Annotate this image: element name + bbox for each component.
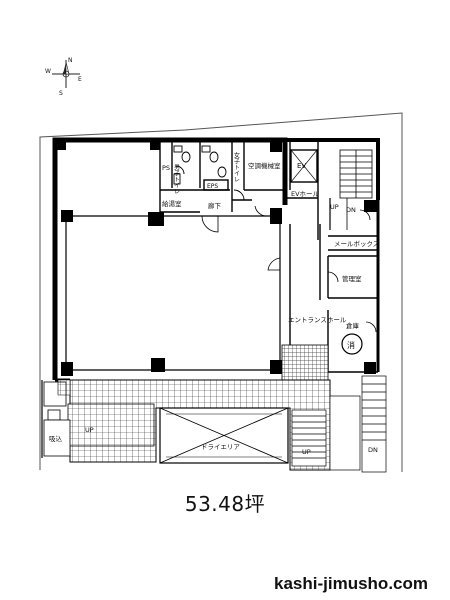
toilet-fixtures xyxy=(173,145,245,201)
label-up-3: UP xyxy=(302,448,311,456)
stair-lower-right xyxy=(329,375,387,473)
stair-labels: UP DN UP UP DN xyxy=(85,203,378,456)
stair-lower-left xyxy=(41,380,155,458)
compass-n: N xyxy=(68,57,73,64)
stair-upper xyxy=(329,149,373,230)
label-corridor: 廊下 xyxy=(208,201,222,210)
dry-area xyxy=(159,407,289,464)
label-womens-toilet: 女子トイレ xyxy=(233,151,240,182)
label-entrance-hall: エントランスホール xyxy=(288,316,347,324)
outer-walls xyxy=(52,137,380,382)
label-dn-1: DN xyxy=(346,206,356,214)
floor-area: 53.48坪 xyxy=(184,492,266,516)
label-mail-box: メールボックス xyxy=(334,240,379,248)
compass-w: W xyxy=(45,68,51,75)
compass-e: E xyxy=(78,76,82,83)
room-labels: PS 男子トイレ 女子トイレ EPS 空調機械室 EV 給湯室 廊下 EVホール… xyxy=(49,151,379,451)
label-dry-area: ドライエリア xyxy=(201,443,240,451)
site-name: kashi-jimusho.com xyxy=(274,574,428,593)
compass-s: S xyxy=(59,90,63,97)
label-kitchen: 給湯室 xyxy=(162,199,182,208)
label-dn-2: DN xyxy=(368,446,378,454)
label-office: 管理室 xyxy=(342,274,362,283)
site-boundary xyxy=(39,112,403,472)
label-up-2: UP xyxy=(85,426,94,434)
stair-lower-center xyxy=(291,409,327,467)
label-intake: 吸込 xyxy=(49,434,63,443)
label-ev-hall: EVホール xyxy=(291,190,320,198)
compass-icon: N E S W xyxy=(45,57,82,97)
entrance-tile xyxy=(281,344,329,381)
label-mech-room: 空調機械室 xyxy=(248,161,281,170)
extinguisher-icon xyxy=(341,333,363,355)
label-storage: 倉庫 xyxy=(346,321,360,330)
columns xyxy=(56,140,378,376)
label-ev: EV xyxy=(297,162,306,170)
label-up-1: UP xyxy=(330,203,339,211)
label-extinguisher: 消 xyxy=(347,340,355,350)
label-eps: EPS xyxy=(207,183,218,190)
office-wall xyxy=(65,218,281,371)
core-walls xyxy=(159,140,378,373)
label-mens-toilet: 男子トイレ xyxy=(173,164,180,194)
label-ps: PS xyxy=(162,164,170,172)
